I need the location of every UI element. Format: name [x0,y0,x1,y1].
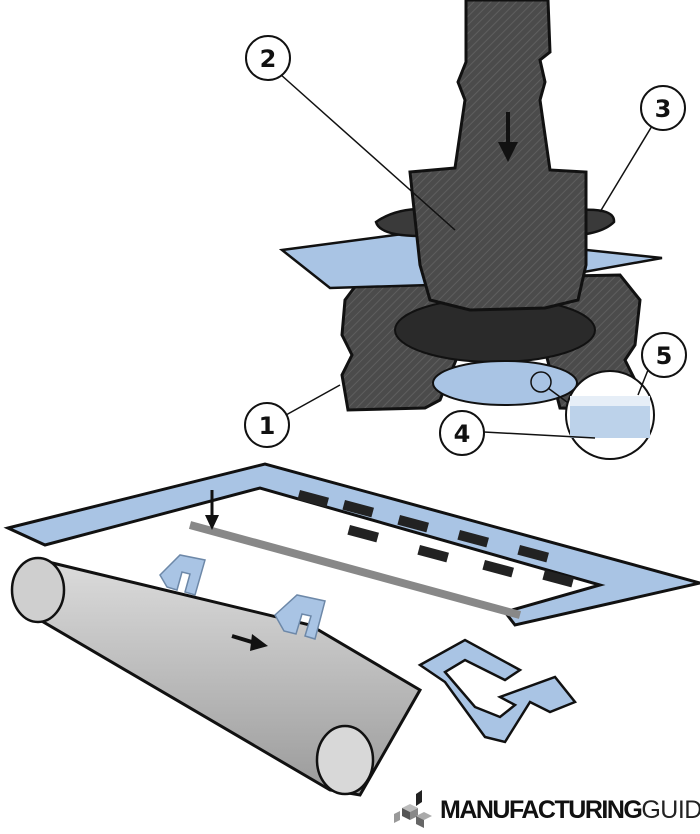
callout-1: 1 [244,402,290,448]
svg-text:3: 3 [655,95,672,123]
blade-down-arrow-icon [205,515,219,530]
logo-text-bold: MANUFACTURING [440,795,643,824]
cut-blank [432,360,578,406]
punch [408,0,588,312]
callout-3: 3 [640,85,686,131]
plate-slots [297,490,574,588]
cut-part [274,594,326,640]
down-arrowhead-icon [498,142,518,162]
detail-marker [530,371,552,393]
svg-text:4: 4 [454,420,471,448]
svg-text:5: 5 [656,342,673,370]
svg-text:1: 1 [259,412,276,440]
callout-4: 4 [439,410,485,456]
cube-logo-icon [394,790,432,828]
left-roller [10,556,66,624]
logo-text-light: GUIDE [641,795,700,824]
callout-5: 5 [641,332,687,378]
cut-part [159,554,206,596]
right-roller [315,724,375,796]
callout-2: 2 [245,35,291,81]
manufacturing-guide-logo: MANUFACTURINGGUIDE [392,790,700,830]
exiting-part [417,638,578,744]
svg-text:2: 2 [260,45,277,73]
cutting-blade [188,521,522,619]
